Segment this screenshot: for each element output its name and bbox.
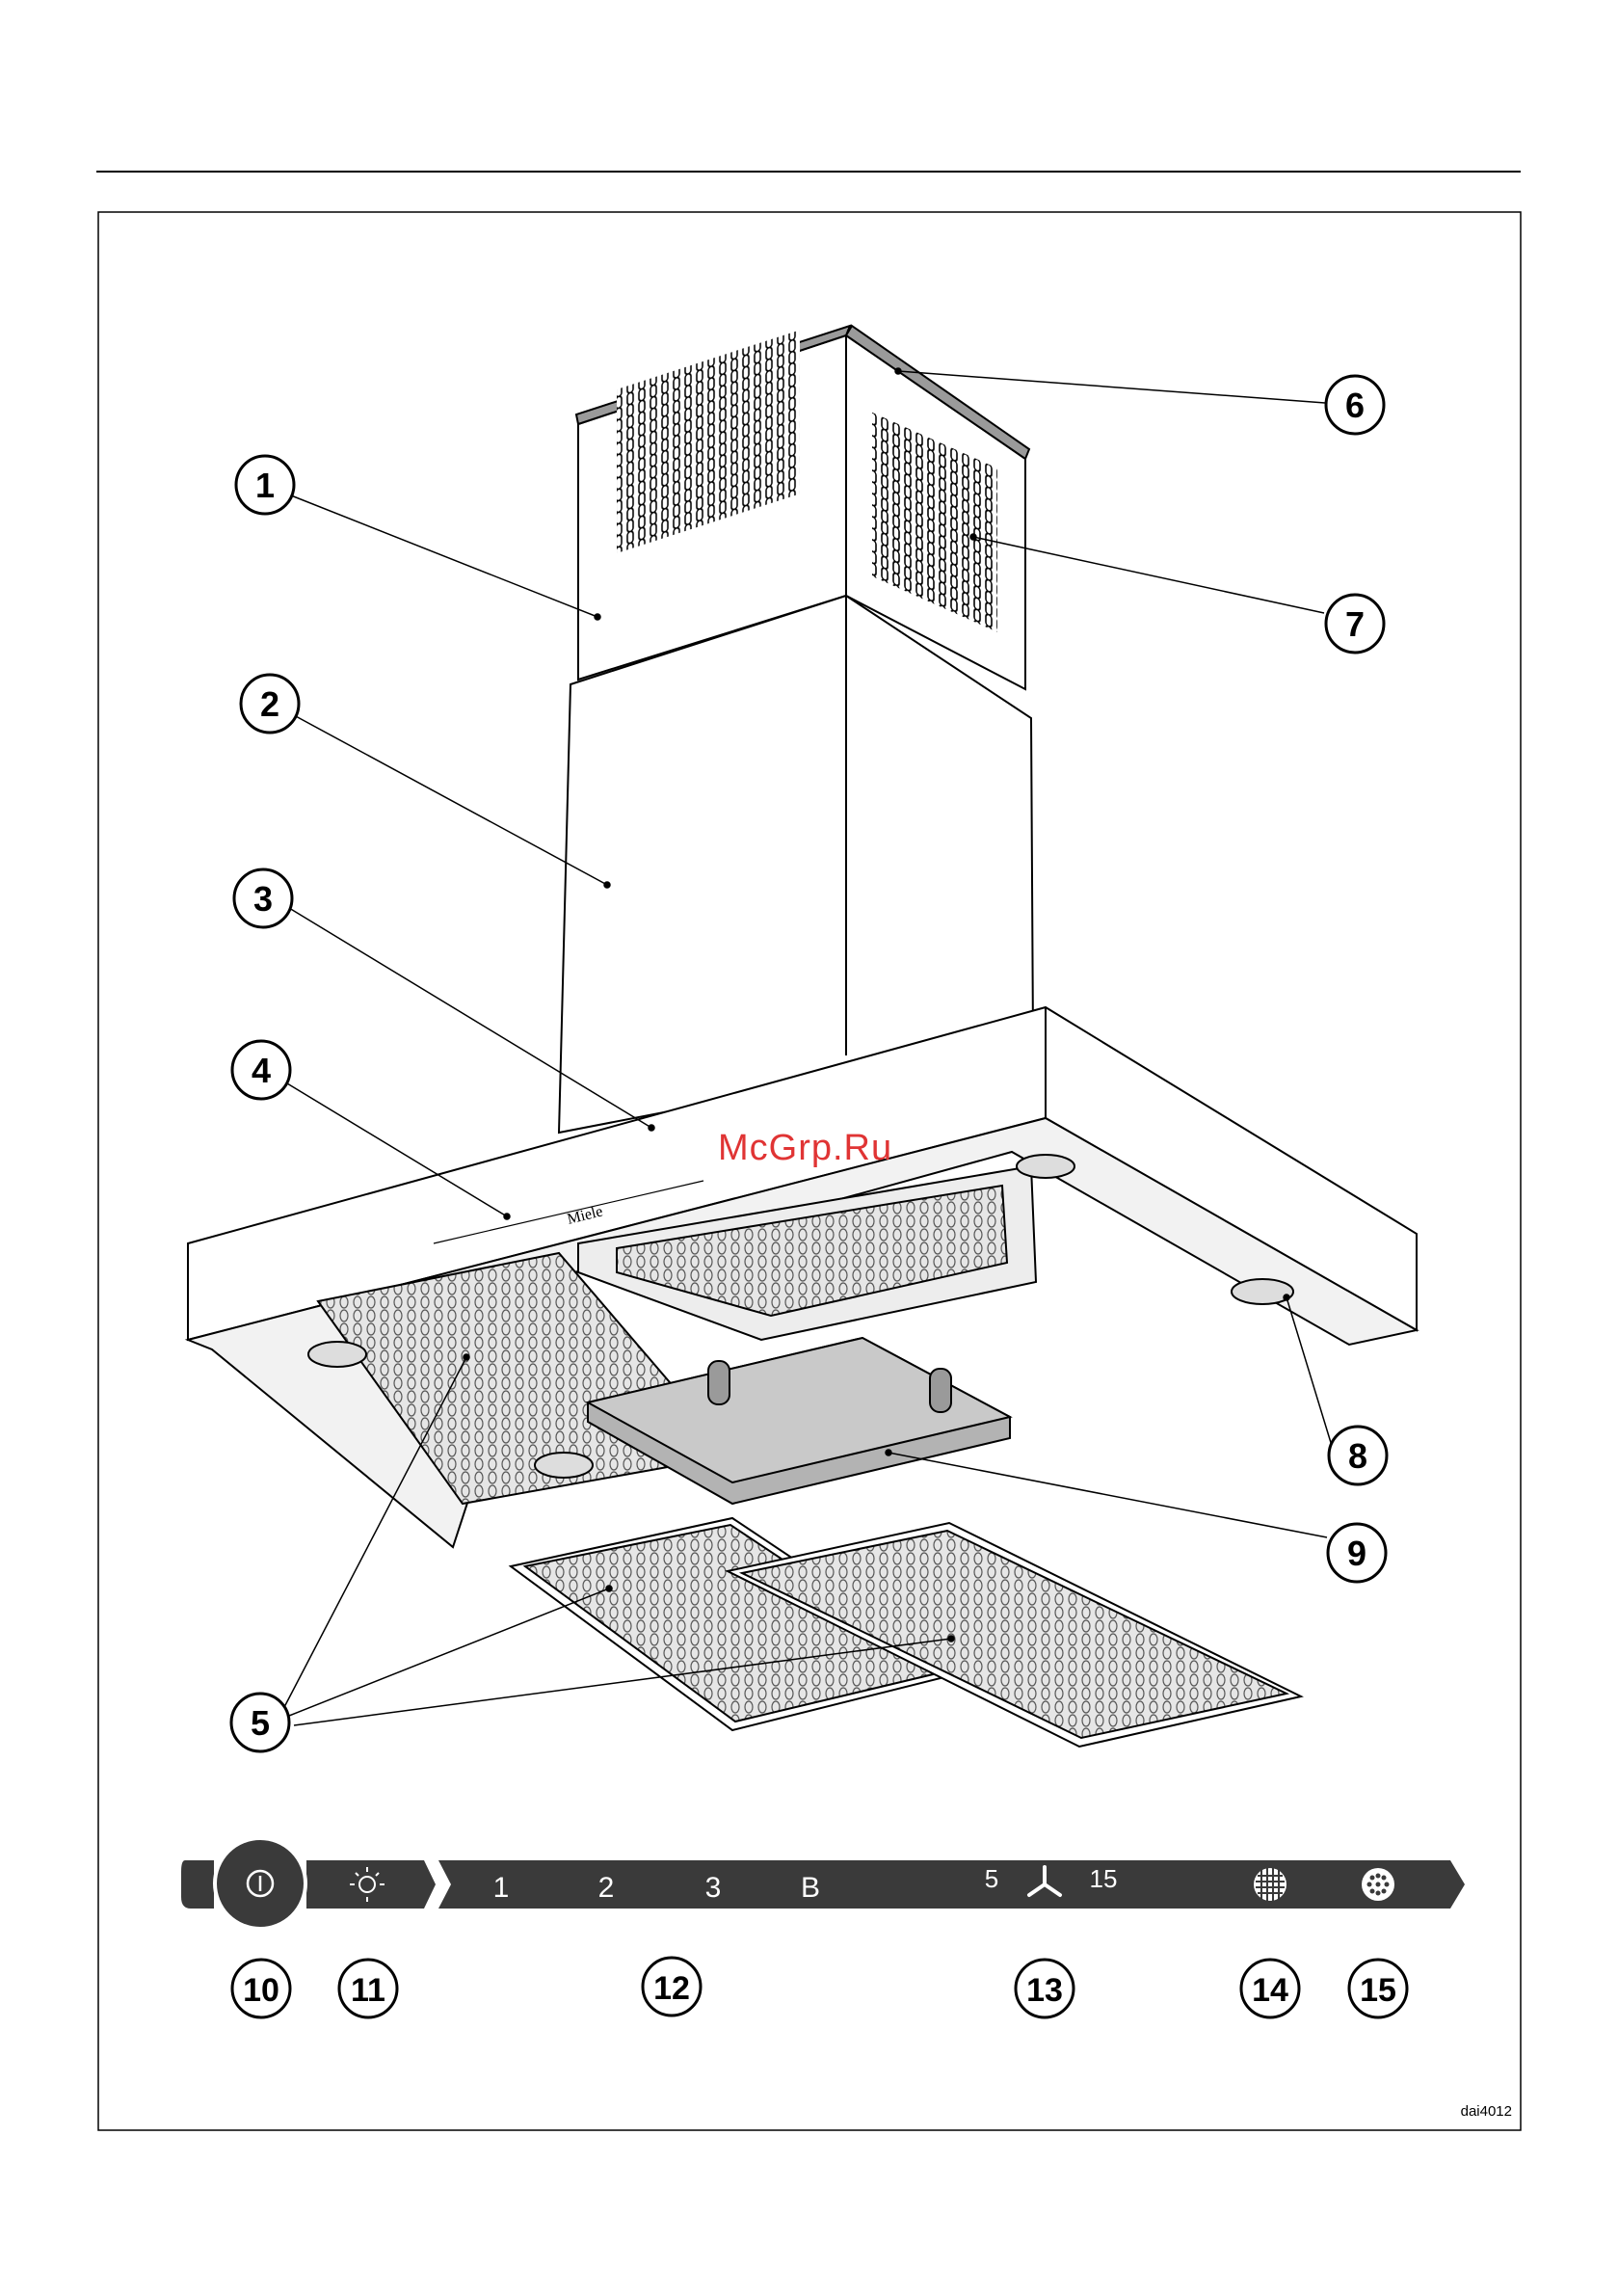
svg-text:10: 10 [243, 1972, 279, 2009]
callout-5: 5 [231, 1694, 289, 1751]
callout-9: 9 [1328, 1524, 1386, 1582]
svg-text:11: 11 [351, 1972, 385, 2009]
svg-text:12: 12 [653, 1970, 690, 2007]
svg-text:6: 6 [1345, 386, 1365, 425]
svg-text:15: 15 [1360, 1972, 1396, 2009]
callout-4: 4 [232, 1041, 290, 1099]
callout-2: 2 [241, 675, 299, 733]
callout-15: 15 [1349, 1960, 1407, 2017]
boost-button[interactable]: B [801, 1872, 820, 1904]
svg-text:3: 3 [253, 879, 273, 919]
fan-level-3-button[interactable]: 3 [705, 1872, 722, 1904]
odour-filter-indicator[interactable] [1362, 1868, 1394, 1901]
callout-1: 1 [236, 456, 294, 514]
watermark: McGrp.Ru [718, 1128, 892, 1169]
svg-text:9: 9 [1347, 1534, 1366, 1573]
svg-text:4: 4 [252, 1051, 271, 1090]
fan-level-1-button[interactable]: 1 [493, 1872, 510, 1904]
callout-8: 8 [1329, 1427, 1387, 1484]
fan-level-2-button[interactable]: 2 [598, 1872, 615, 1904]
svg-text:13: 13 [1026, 1972, 1063, 2009]
svg-text:2: 2 [260, 684, 279, 724]
callout-7: 7 [1326, 595, 1384, 653]
callout-3: 3 [234, 869, 292, 927]
control-panel-strip: 1 2 3 B 5 15 [181, 1838, 1465, 1929]
callout-6: 6 [1326, 376, 1384, 434]
svg-text:7: 7 [1345, 604, 1365, 644]
callout-11: 11 [339, 1960, 397, 2017]
timer-15-label: 15 [1090, 1864, 1118, 1893]
callout-12: 12 [643, 1958, 701, 2016]
callout-10: 10 [232, 1960, 290, 2017]
odour-filter-icon [1362, 1868, 1394, 1901]
svg-text:8: 8 [1348, 1436, 1367, 1476]
power-button[interactable] [215, 1838, 305, 1929]
callout-14: 14 [1241, 1960, 1299, 2017]
callout-13: 13 [1016, 1960, 1074, 2017]
svg-text:5: 5 [251, 1703, 270, 1743]
grease-filter-indicator[interactable] [1254, 1868, 1286, 1901]
grease-filter-icon [1254, 1868, 1286, 1901]
svg-text:14: 14 [1252, 1972, 1288, 2009]
timer-5-label: 5 [985, 1864, 998, 1893]
svg-text:1: 1 [255, 466, 275, 505]
figure-id: dai4012 [1461, 2103, 1512, 2120]
